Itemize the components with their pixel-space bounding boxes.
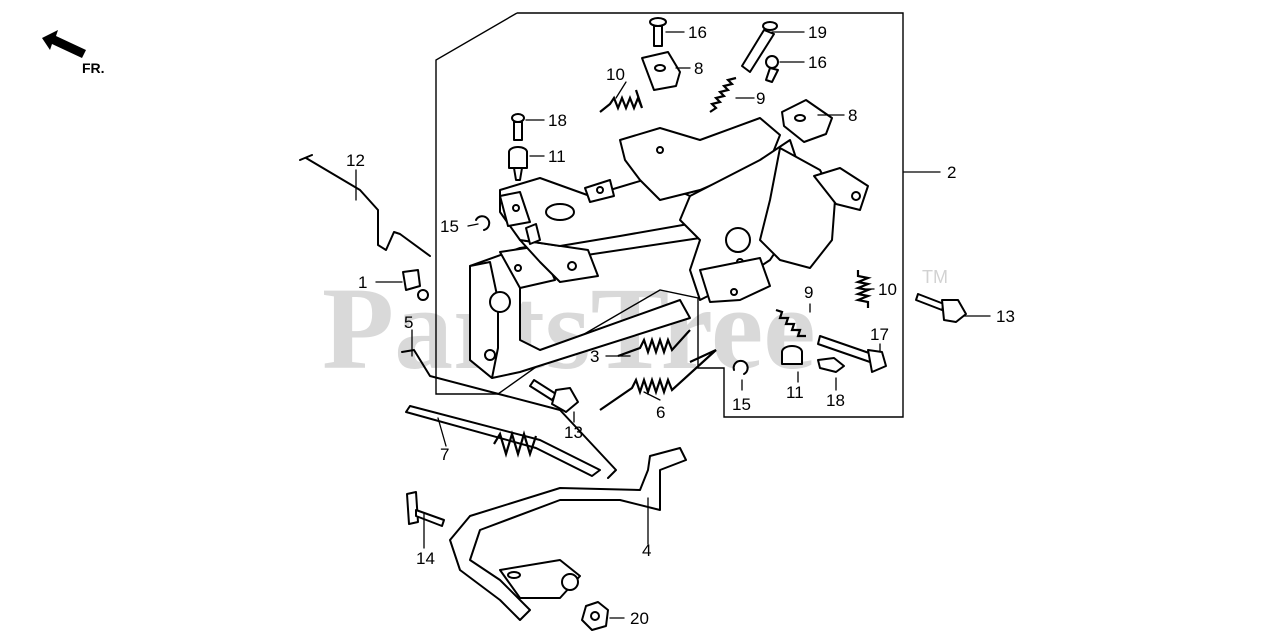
callout-6: 6 [656, 403, 665, 422]
callout-8-top: 8 [694, 59, 703, 78]
screw-16-mid [765, 55, 779, 83]
clip-1 [402, 269, 429, 301]
bolt-17 [817, 335, 887, 373]
callout-19: 19 [808, 23, 827, 42]
callout-11-top: 11 [548, 147, 566, 166]
callout-3: 3 [590, 347, 599, 366]
callout-2: 2 [947, 163, 956, 182]
spring-10-upper [599, 89, 644, 113]
callout-20: 20 [630, 609, 649, 628]
bolt-13-left-mid [525, 223, 541, 245]
callout-4: 4 [642, 541, 651, 560]
watermark-trademark: TM [922, 267, 948, 287]
bolt-13-right [915, 293, 967, 323]
main-bracket [469, 221, 701, 379]
clip-8-right [781, 99, 833, 143]
plate-bolt-14 [406, 491, 445, 527]
front-direction-indicator: FR. [42, 30, 105, 76]
callout-12: 12 [346, 151, 365, 170]
bolt-19 [741, 21, 778, 73]
bolt-13-bottom [529, 379, 579, 413]
callout-8-right: 8 [848, 106, 857, 125]
callout-labels: 16 19 16 8 10 9 8 18 11 2 12 15 1 5 3 6 … [346, 23, 1015, 628]
side-plate [679, 139, 869, 303]
callout-5: 5 [404, 313, 413, 332]
callout-7: 7 [440, 445, 449, 464]
callout-11-right: 11 [786, 383, 804, 402]
leader-lines [355, 31, 991, 619]
callout-13-right: 13 [996, 307, 1015, 326]
screw-16-top [649, 17, 667, 47]
slide-plate-7 [405, 405, 601, 477]
spring-9-upper [709, 76, 737, 113]
callout-9-top: 9 [756, 89, 765, 108]
collar-11-right [781, 345, 803, 365]
callout-13-bottom: 13 [564, 423, 583, 442]
e-ring-15-left [475, 215, 491, 231]
clip-8-top [641, 51, 681, 91]
screw-18-top [511, 113, 525, 141]
spring-6 [599, 349, 717, 411]
nut-20 [581, 601, 609, 631]
front-label: FR. [82, 60, 105, 76]
callout-16-top: 16 [688, 23, 707, 42]
callout-18-right: 18 [826, 391, 845, 410]
callout-10-right: 10 [878, 280, 897, 299]
control-lever-4 [449, 447, 687, 621]
callout-15-right: 15 [732, 395, 751, 414]
assembly-boundary [435, 12, 904, 418]
callout-15-left: 15 [440, 217, 459, 236]
callout-14: 14 [416, 549, 435, 568]
callout-17: 17 [870, 325, 889, 344]
callout-9-right: 9 [804, 283, 813, 302]
upper-frame [499, 117, 781, 247]
callout-16-mid: 16 [808, 53, 827, 72]
spring-10-right [854, 270, 872, 308]
spring-3 [617, 329, 691, 358]
callout-10-top: 10 [606, 65, 625, 84]
spring-9-right [775, 308, 806, 338]
callout-18-top: 18 [548, 111, 567, 130]
front-arrow-icon [42, 30, 86, 58]
collar-11-top [508, 146, 528, 181]
e-ring-15-right [732, 359, 749, 375]
rod-12 [299, 154, 431, 257]
callout-1: 1 [358, 273, 367, 292]
screw-18-right [817, 357, 845, 373]
